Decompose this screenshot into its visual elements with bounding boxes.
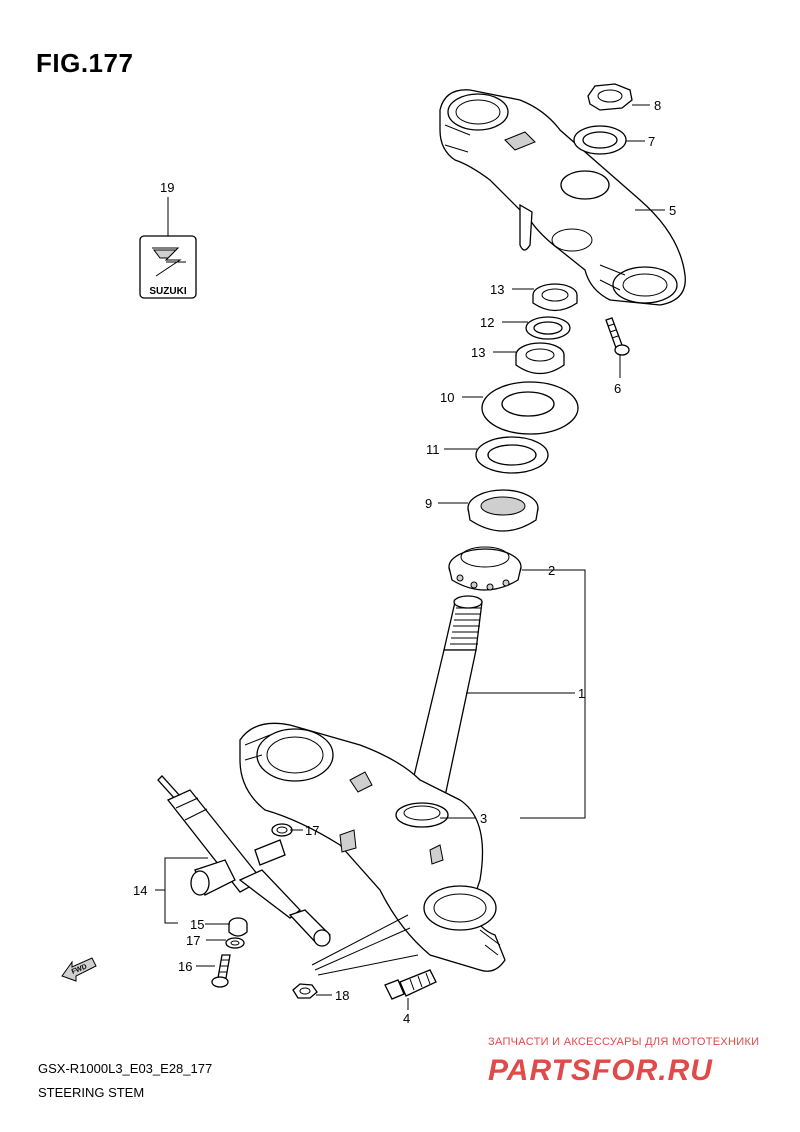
- upper-bracket-part: [439, 89, 686, 306]
- emblem-label: SUZUKI: [149, 286, 186, 297]
- callout-4: 4: [403, 1011, 410, 1026]
- figure-title: FIG.177: [36, 48, 134, 78]
- callout-8: 8: [654, 98, 661, 113]
- callout-19: 19: [160, 180, 174, 195]
- stem-washer-part: [573, 125, 627, 155]
- stem-nut-part: [587, 83, 633, 111]
- watermark-logo-text: PARTSFOR.RU: [488, 1054, 713, 1087]
- callout-3: 3: [480, 811, 487, 826]
- damper-nut-part: [292, 983, 318, 999]
- callout-16: 16: [178, 959, 192, 974]
- watermark-caption: ЗАПЧАСТИ И АКСЕССУАРЫ ДЛЯ МОТОТЕХНИКИ: [488, 1036, 760, 1048]
- callout-17-lower: 17: [186, 933, 200, 948]
- damper-washer-upper-part: [271, 823, 293, 837]
- lower-bracket-bolt-part: [384, 969, 437, 1000]
- callout-11: 11: [426, 442, 440, 457]
- callout-13-lower: 13: [471, 345, 485, 360]
- steering-stem-part: [239, 595, 506, 972]
- seal-washer-part: [475, 436, 549, 474]
- model-code: GSX-R1000L3_E03_E28_177: [38, 1061, 213, 1076]
- damper-bolt-part: [211, 954, 231, 988]
- callout-10: 10: [440, 390, 454, 405]
- callout-7: 7: [648, 134, 655, 149]
- suzuki-emblem-part: SUZUKI: [139, 235, 197, 299]
- dust-seal-part: [481, 381, 579, 435]
- lock-nut-upper-part: [532, 283, 578, 312]
- upper-bearing-race-part: [467, 489, 539, 532]
- forward-arrow-icon: FWD: [61, 957, 97, 982]
- leader-lines: [155, 104, 665, 1010]
- steering-bearing-part: [448, 546, 522, 591]
- steering-washer-part: [525, 316, 571, 340]
- callout-9: 9: [425, 496, 432, 511]
- callout-18: 18: [335, 988, 349, 1003]
- callout-13-upper: 13: [490, 282, 504, 297]
- callout-15: 15: [190, 917, 204, 932]
- steering-damper-part: [157, 775, 331, 947]
- damper-cap-part: [228, 917, 248, 937]
- callout-17-upper: 17: [305, 823, 319, 838]
- lower-bearing-part: [395, 802, 449, 828]
- callout-2: 2: [548, 563, 555, 578]
- damper-washer-lower-part: [225, 937, 245, 949]
- callout-14: 14: [133, 883, 147, 898]
- callout-1: 1: [578, 686, 585, 701]
- upper-bracket-bolt-part: [605, 317, 630, 356]
- callout-12: 12: [480, 315, 494, 330]
- callout-5: 5: [669, 203, 676, 218]
- callout-6: 6: [614, 381, 621, 396]
- watermark-logo: PARTSFOR.RU: [488, 1054, 713, 1087]
- section-name: STEERING STEM: [38, 1085, 145, 1100]
- lock-nut-lower-part: [515, 342, 565, 375]
